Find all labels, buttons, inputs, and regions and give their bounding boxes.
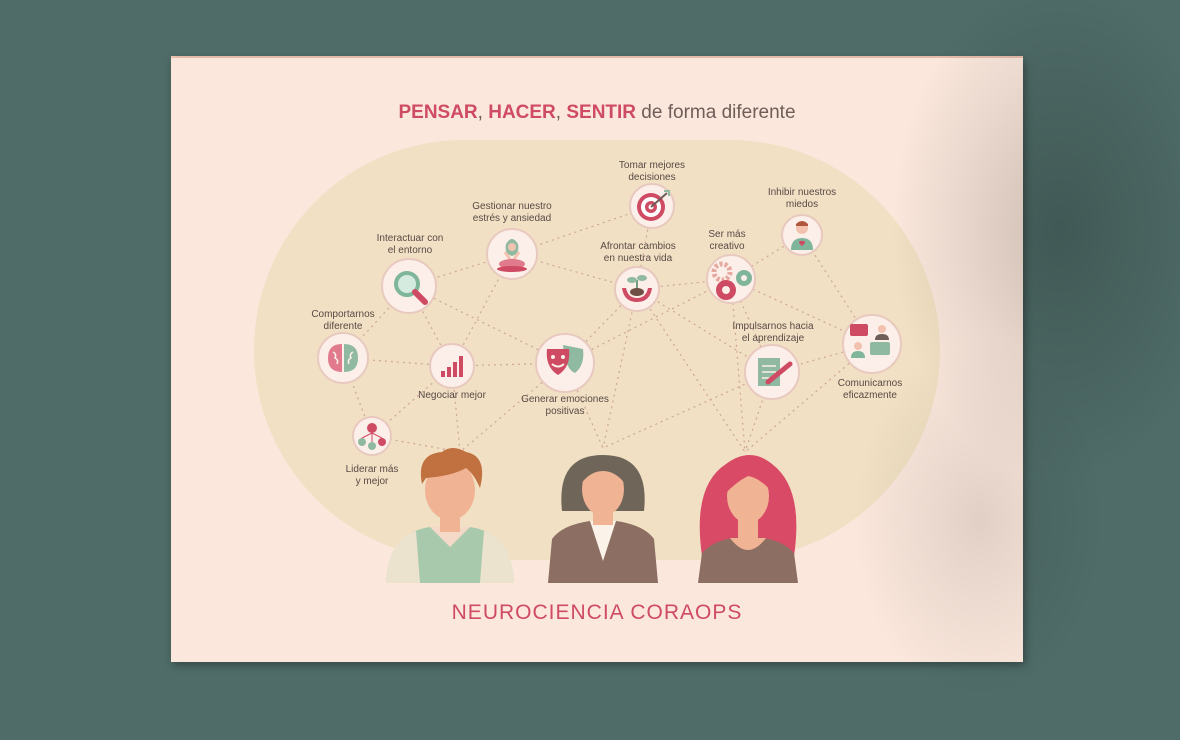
brain-icon [328, 344, 358, 372]
person-center [548, 443, 658, 583]
title-word-pensar: PENSAR [398, 102, 478, 123]
link-emociones-interactuar [408, 285, 566, 364]
link-comunicarnos-personR [744, 343, 873, 453]
label-comportarnos: Comportarnos diferente [311, 309, 375, 332]
label-interactuar: Interactuar con el entorno [376, 233, 444, 256]
link-impulsarnos-personR [744, 371, 773, 453]
link-impulsarnos-afrontar [636, 288, 773, 373]
bar-chart-icon [441, 356, 463, 377]
label-negociar: Negociar mejor [418, 390, 486, 401]
link-emociones-personL [459, 362, 566, 453]
gears-icon [711, 261, 752, 300]
label-tomar: Tomar mejores decisiones [618, 160, 686, 183]
link-comportarnos-interactuar [342, 285, 410, 359]
sprout-hands-icon [622, 275, 652, 302]
theater-masks-icon [546, 345, 584, 375]
meditation-icon [497, 239, 527, 272]
link-creativo-comunicarnos [730, 278, 873, 345]
magnifier-icon [394, 271, 428, 305]
node-gestionar [486, 228, 538, 280]
label-afrontar: Afrontar cambios en nuestra vida [600, 241, 676, 264]
label-inhibir: Inhibir nuestros miedos [767, 187, 837, 210]
chat-people-icon [850, 324, 890, 358]
title-word-hacer: HACER [488, 102, 556, 123]
title-rest: de forma diferente [636, 102, 796, 123]
target-icon [637, 190, 670, 221]
label-gestionar: Gestionar nuestro estrés y ansiedad [472, 201, 552, 224]
link-creativo-personR [730, 278, 746, 453]
node-afrontar [614, 266, 660, 312]
title-separator-1: , [477, 102, 489, 123]
node-comunicarnos [842, 314, 902, 374]
node-tomar [629, 183, 675, 229]
title-word-sentir: SENTIR [566, 102, 637, 123]
node-creativo [706, 254, 756, 304]
label-comunicarnos: Comunicarnos eficazmente [837, 378, 903, 401]
label-emociones: Generar emociones positivas [521, 394, 609, 417]
team-network-icon [358, 423, 386, 450]
link-afrontar-personC [602, 288, 638, 449]
link-negociar-personL [451, 365, 461, 453]
node-liderar [352, 416, 392, 456]
title-separator-2: , [555, 102, 567, 123]
node-negociar [429, 343, 475, 389]
label-impulsarnos: Impulsarnos hacia el aprendizaje [732, 321, 814, 344]
link-afrontar-personR [636, 288, 746, 453]
person-right [692, 446, 804, 583]
page-title: PENSAR, HACER, SENTIR de forma diferente [171, 102, 1023, 124]
person-curly-hair-icon [386, 448, 514, 583]
notebook-pencil-icon [758, 358, 793, 386]
person-left [380, 440, 520, 583]
person-short-hair-icon [548, 455, 658, 583]
label-liderar: Liderar más y mejor [345, 464, 399, 487]
node-comportarnos [317, 332, 369, 384]
label-creativo: Ser más creativo [708, 229, 746, 252]
node-impulsarnos [744, 344, 800, 400]
link-tomar-afrontar [636, 205, 653, 290]
poster-top-edge [171, 56, 1023, 59]
link-emociones-creativo [564, 278, 732, 364]
link-impulsarnos-personC [602, 371, 773, 449]
person-long-hair-icon [698, 455, 798, 583]
person-heart-icon [791, 221, 813, 250]
node-emociones [535, 333, 595, 393]
node-inhibir [781, 214, 823, 256]
node-interactuar [381, 258, 437, 314]
footer-title: NEUROCIENCIA CORAOPS [451, 601, 743, 624]
